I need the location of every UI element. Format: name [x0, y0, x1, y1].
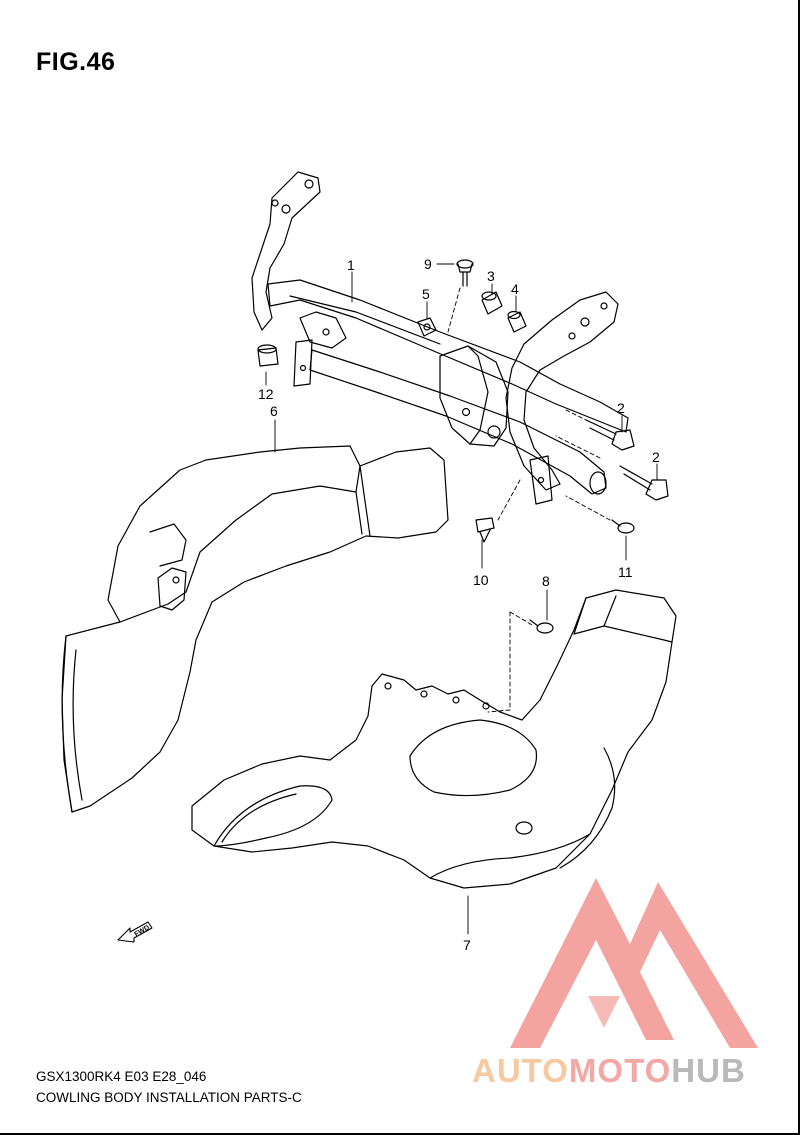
callout-2-lower: 2: [652, 449, 660, 465]
part-3-collar: [481, 291, 503, 315]
watermark-logo-icon: [510, 878, 758, 1048]
leader-lines: [265, 263, 658, 935]
part-7-right-air-duct: [191, 589, 677, 889]
part-1-cowling-brace: [251, 171, 629, 505]
part-2-bolt-upper: [585, 419, 635, 451]
model-code: GSX1300RK4 E03 E28_046: [36, 1069, 207, 1084]
callout-8: 8: [542, 573, 550, 589]
callout-3: 3: [487, 268, 495, 284]
callout-5: 5: [422, 286, 430, 302]
part-2-bolt-lower: [619, 465, 669, 501]
part-9-screw: [456, 259, 474, 287]
fwd-arrow-icon: [117, 921, 153, 943]
callout-12: 12: [258, 386, 274, 402]
watermark-moto: MOTO: [568, 1052, 672, 1089]
watermark-brand-text: AUTOMOTOHUB: [472, 1052, 746, 1090]
callout-11: 11: [618, 564, 633, 580]
callout-4: 4: [511, 281, 519, 297]
part-8-screw: [529, 619, 554, 634]
callout-9: 9: [424, 256, 432, 272]
callout-10: 10: [473, 572, 489, 588]
callout-labels: 1 2 2 3 4 5 6 7 8 9 10 11 12: [258, 256, 660, 953]
part-5-nut: [417, 317, 437, 337]
figure-title: FIG.46: [36, 48, 116, 76]
part-10-clip: [475, 517, 495, 543]
part-11-screw: [611, 519, 635, 534]
callout-7: 7: [463, 937, 471, 953]
callout-2-upper: 2: [617, 400, 625, 416]
callout-1: 1: [347, 257, 355, 273]
part-4-spacer: [507, 310, 527, 333]
part-6-left-air-duct: [61, 445, 449, 813]
watermark-hub: HUB: [671, 1052, 746, 1089]
fwd-label: FWD: [134, 924, 151, 938]
figure-caption: COWLING BODY INSTALLATION PARTS-C: [36, 1090, 302, 1105]
callout-6: 6: [270, 403, 278, 419]
figure-footer: GSX1300RK4 E03 E28_046 COWLING BODY INST…: [36, 1066, 302, 1108]
part-12-grommet: [257, 344, 279, 367]
watermark-auto: AUTO: [472, 1052, 569, 1089]
